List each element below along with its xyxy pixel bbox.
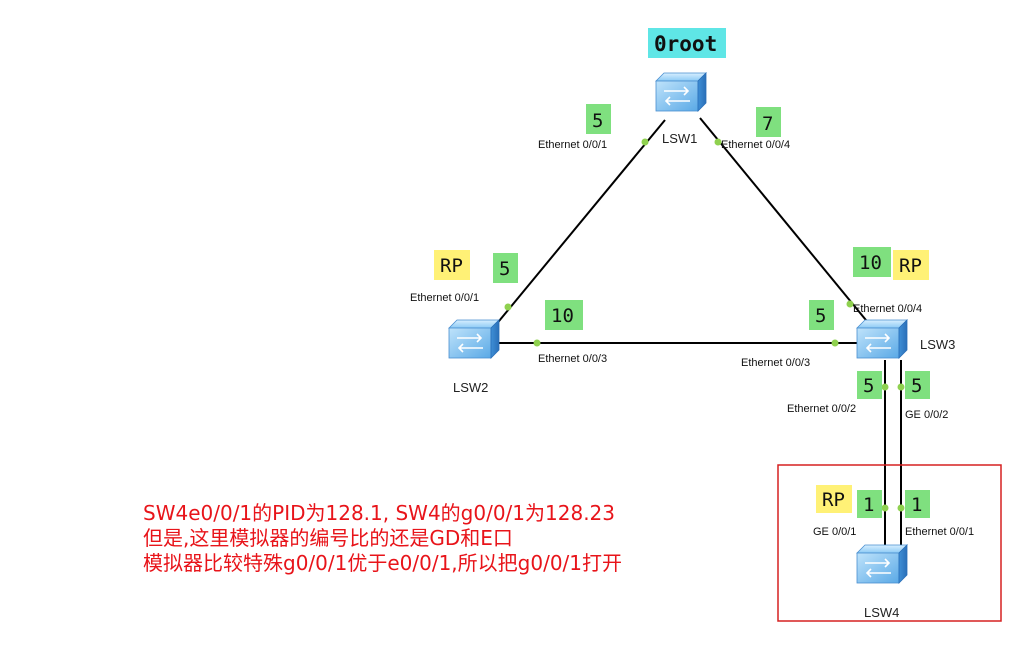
cost-badge [905, 490, 930, 518]
cost-badge-text: 5 [592, 110, 603, 132]
note-line-2: 但是,这里模拟器的编号比的还是GD和E口 [143, 526, 513, 550]
switch-icon [448, 319, 500, 359]
link-lsw1-lsw2 [484, 119, 666, 339]
cost-badge-text: 5 [911, 375, 922, 397]
port-label-lsw4-e001: Ethernet 0/0/1 [905, 526, 974, 538]
port-dot [831, 339, 839, 347]
cost-badge [545, 300, 583, 330]
rp-badge [434, 250, 470, 280]
switch-lsw3-label: LSW3 [920, 337, 955, 352]
rp-badge [816, 485, 852, 513]
port-dot [504, 303, 512, 311]
cost-badge [853, 247, 891, 277]
cost-badge [756, 107, 781, 137]
port-label-lsw4-ge001: GE 0/0/1 [813, 526, 856, 538]
port-dot [897, 383, 905, 391]
switch-lsw1-label: LSW1 [662, 131, 697, 146]
link-lsw1-lsw3 [699, 117, 871, 326]
note-line-3: 模拟器比较特殊g0/0/1优于e0/0/1,所以把g0/0/1打开 [143, 551, 623, 575]
cost-badge [857, 490, 882, 518]
cost-badge [586, 104, 611, 134]
port-dot [881, 383, 889, 391]
port-label-lsw3-ge002: GE 0/0/2 [905, 409, 948, 421]
cost-badge-text: 5 [499, 258, 510, 280]
cost-badge-text: 7 [762, 113, 773, 135]
port-label-lsw2-e003: Ethernet 0/0/3 [538, 353, 607, 365]
switch-lsw4-label: LSW4 [864, 605, 899, 620]
note-line-1: SW4e0/0/1的PID为128.1, SW4的g0/0/1为128.23 [143, 501, 616, 525]
rp-badge-text: RP [899, 255, 922, 277]
switch-icon [856, 319, 908, 359]
rp-badge-text: RP [822, 489, 845, 511]
switch-icon [856, 544, 908, 584]
highlight-box [777, 464, 1002, 622]
switch-lsw4[interactable] [856, 544, 908, 584]
cost-badge [857, 371, 882, 399]
cost-badge-text: 10 [551, 305, 574, 327]
switch-lsw2-label: LSW2 [453, 380, 488, 395]
port-label-lsw1-e001: Ethernet 0/0/1 [538, 139, 607, 151]
annotation-note: SW4e0/0/1的PID为128.1, SW4的g0/0/1为128.23 但… [143, 501, 622, 576]
cost-badge [493, 253, 518, 283]
port-dot [533, 339, 541, 347]
cost-badge-text: 5 [815, 305, 826, 327]
port-dot [846, 300, 854, 308]
port-dot [881, 504, 889, 512]
port-dot [641, 138, 649, 146]
switch-lsw3[interactable] [856, 319, 908, 359]
port-dot [714, 138, 722, 146]
root-badge [648, 28, 726, 58]
switch-lsw2[interactable] [448, 319, 500, 359]
root-badge-text: 0root [654, 32, 717, 56]
switch-icon [655, 72, 707, 112]
rp-badge-text: RP [440, 255, 463, 277]
switch-lsw1[interactable] [655, 72, 707, 112]
port-label-lsw3-e003: Ethernet 0/0/3 [741, 357, 810, 369]
cost-badge-text: 1 [911, 494, 922, 516]
cost-badge-text: 1 [863, 494, 874, 516]
rp-badge [893, 250, 929, 280]
port-dot [897, 504, 905, 512]
port-label-lsw3-e002: Ethernet 0/0/2 [787, 403, 856, 415]
cost-badge [905, 371, 930, 399]
cost-badge [809, 300, 834, 330]
cost-badge-text: 5 [863, 375, 874, 397]
port-label-lsw2-e001: Ethernet 0/0/1 [410, 292, 479, 304]
cost-badge-text: 10 [859, 252, 882, 274]
port-label-lsw1-e004: Ethernet 0/0/4 [721, 139, 790, 151]
port-label-lsw3-e004: Ethernet 0/0/4 [853, 303, 922, 315]
